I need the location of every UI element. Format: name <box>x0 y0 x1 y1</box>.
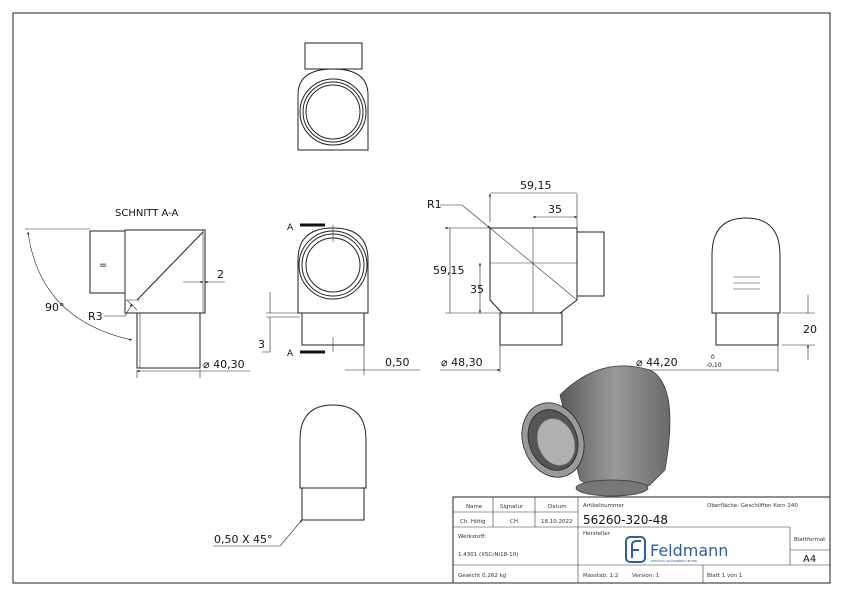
author-name: Ch. Hötig <box>460 519 486 525</box>
name-label: Name <box>466 504 483 510</box>
manufacturer-label: Hersteller <box>583 531 611 537</box>
weight: Gewicht 0,262 kg <box>458 573 506 579</box>
diameter-4030: ⌀ 40,30 <box>203 358 245 371</box>
logo-text: Feldmann <box>650 541 728 560</box>
wall-thickness: 2 <box>217 268 224 281</box>
article-number: 56260-320-48 <box>583 513 668 527</box>
step-dimension: 3 <box>258 338 265 351</box>
right-view: 20 ⌀ 44,20 0 -0,10 <box>630 217 817 372</box>
logo-tagline: EDELSTAHL-GELÄNDERBAU TECHNIK <box>651 558 698 563</box>
top-view <box>297 42 369 151</box>
front-view: A A 3 0,50 <box>258 223 420 375</box>
chamfer-dimension: 0,50 <box>385 356 410 369</box>
format-label: Blattformat <box>794 537 826 543</box>
chamfer-note: 0,50 X 45° <box>214 533 273 546</box>
title-block: Name Signatur Datum Ch. Hötig CH 18.10.2… <box>452 496 831 584</box>
date-label: Datum <box>548 504 567 510</box>
section-title: SCHNITT A-A <box>115 208 179 219</box>
material: 1.4301 (X5CrNi18-10) <box>458 552 518 558</box>
diameter-4830: ⌀ 48,30 <box>441 356 483 369</box>
sheet-number: Blatt 1 von 1 <box>707 573 742 579</box>
length-35-vertical: 35 <box>470 283 484 296</box>
material-label: Werkstoff: <box>458 534 486 540</box>
date: 18.10.2022 <box>541 519 573 525</box>
scale: Masstab: 1:2 <box>583 573 618 579</box>
bottom-view: 0,50 X 45° <box>213 404 367 547</box>
radius-r1: R1 <box>427 198 442 211</box>
section-view: SCHNITT A-A = 90° R3 2 ⌀ 40,30 <box>25 208 250 378</box>
length-35-horizontal: 35 <box>548 203 562 216</box>
article-label: Artikelnummer <box>583 503 625 509</box>
length-5915-horizontal: 59,15 <box>520 179 552 192</box>
sheet-border <box>12 12 831 584</box>
surface-finish: Oberfläche: Geschliffen Korn 240 <box>707 503 798 509</box>
tolerance-lower: -0,10 <box>706 362 722 369</box>
length-20: 20 <box>803 323 817 336</box>
diameter-4420: ⌀ 44,20 <box>636 356 678 369</box>
length-5915-vertical: 59,15 <box>433 264 465 277</box>
section-marker-top: A <box>287 223 294 233</box>
parallel-symbol: = <box>99 260 107 271</box>
sheet-format: A4 <box>803 554 816 565</box>
radius-r3: R3 <box>88 310 103 323</box>
isometric-view <box>521 365 671 497</box>
section-marker-bottom: A <box>287 349 294 359</box>
version: Version: 1 <box>632 573 659 579</box>
signature: CH <box>510 519 518 525</box>
feldmann-logo: Feldmann EDELSTAHL-GELÄNDERBAU TECHNIK <box>625 536 728 563</box>
angle-dimension: 90° <box>45 301 65 314</box>
tolerance-upper: 0 <box>711 354 715 361</box>
side-view: 59,15 35 59,15 35 R1 ⌀ 48,30 <box>427 179 605 372</box>
signature-label: Signatur <box>500 504 524 510</box>
